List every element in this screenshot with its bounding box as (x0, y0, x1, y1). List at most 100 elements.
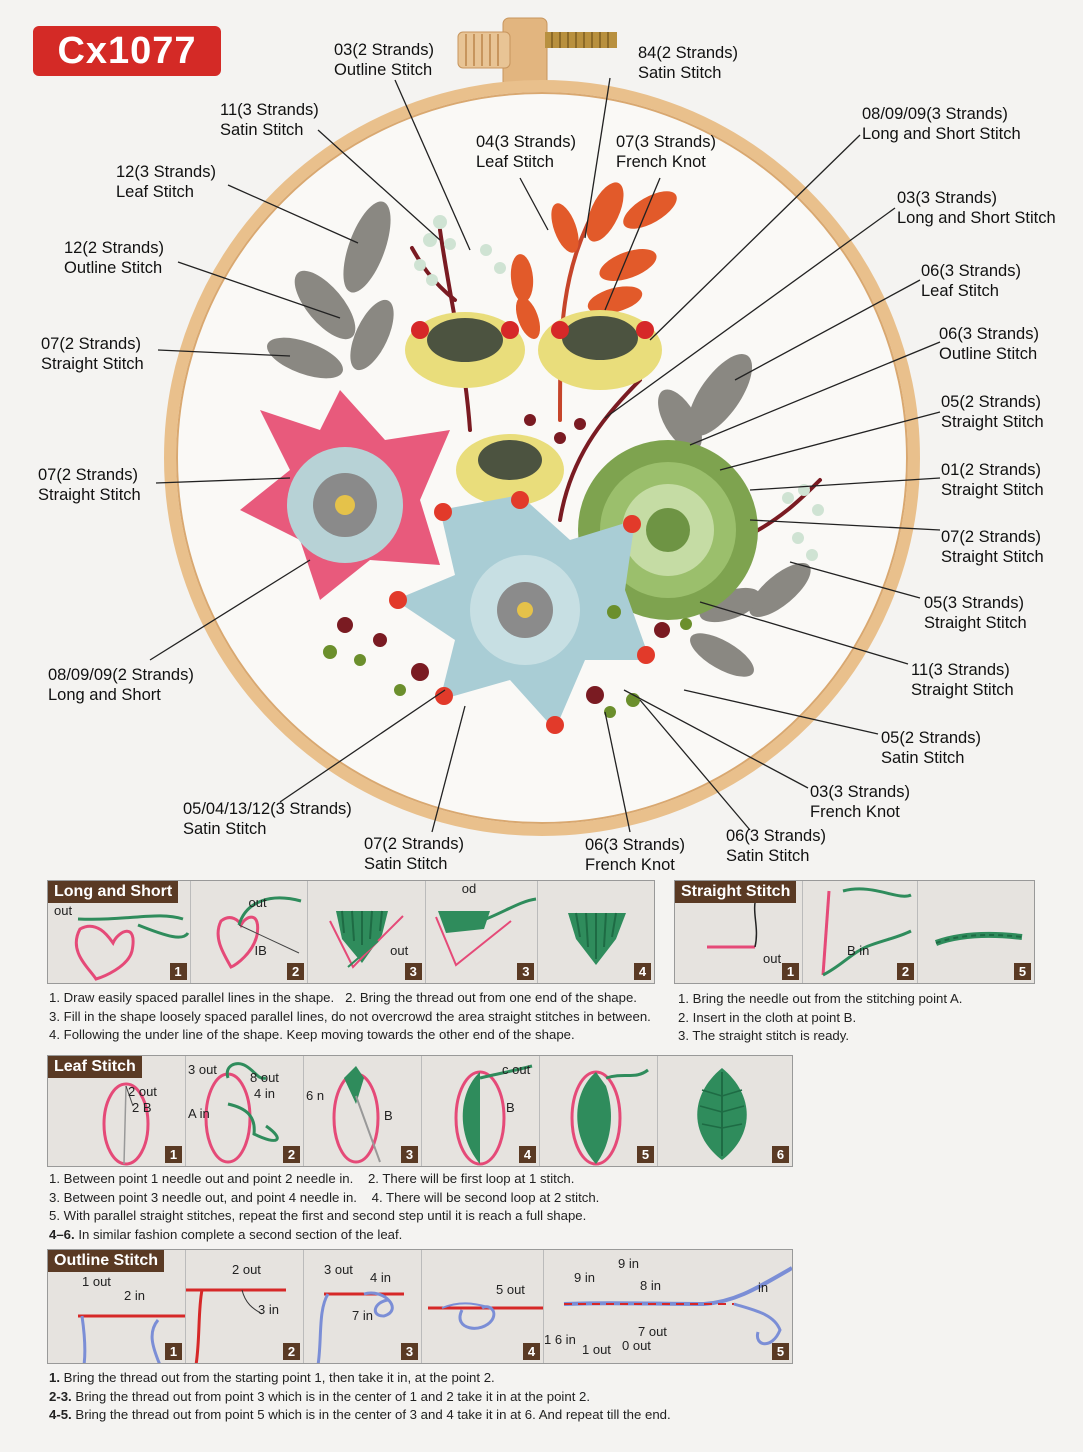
step-number: 4 (633, 963, 651, 980)
label-080909-long-short-2: 08/09/09(2 Strands)Long and Short (48, 666, 194, 704)
blue-succulent (389, 491, 655, 734)
step-number: 5 (772, 1343, 789, 1360)
long-short-step-2: out IB 2 (190, 881, 309, 983)
mark-b: B (384, 1108, 393, 1123)
mark-0-out: 0 out (622, 1338, 651, 1353)
label-05-satin: 05(2 Strands)Satin Stitch (881, 729, 981, 767)
mark-out: out (248, 895, 267, 910)
label-07-straight-b: 07(2 Strands)Straight Stitch (38, 466, 141, 504)
mark-ib: IB (254, 943, 267, 958)
mark-in: in (758, 1280, 769, 1295)
label-05-straight: 05(2 Strands)Straight Stitch (941, 393, 1044, 431)
step-number: 1 (165, 1146, 182, 1163)
label-03-french-knot: 03(3 Strands)French Knot (810, 783, 910, 821)
mark-16-in: 1 6 in (544, 1332, 576, 1347)
label-05041312-satin: 05/04/13/12(3 Strands)Satin Stitch (183, 800, 352, 838)
mark-1-out: 1 out (82, 1274, 111, 1289)
label-84-satin: 84(2 Strands)Satin Stitch (638, 44, 738, 82)
mark-4-in: 4 in (254, 1086, 275, 1101)
mark-2-out: 2 out (232, 1262, 261, 1277)
mark-4-in: 4 in (370, 1270, 391, 1285)
label-080909-long-short: 08/09/09(3 Strands)Long and Short Stitch (862, 105, 1021, 143)
label-12-leaf: 12(3 Strands)Leaf Stitch (116, 163, 216, 201)
step-number: 6 (772, 1146, 789, 1163)
leaf-stitch-panel: Leaf Stitch 2 out 2 B 1 3 out 8 out 4 in… (47, 1055, 793, 1167)
leaf-step-5: 5 (540, 1056, 658, 1166)
orange-leaves (510, 182, 677, 339)
mark-3-out: 3 out (324, 1262, 353, 1277)
mark-b-in: B in (847, 943, 870, 958)
label-05-straight-3: 05(3 Strands)Straight Stitch (924, 594, 1027, 632)
leaf-step-2: 3 out 8 out 4 in A in 2 (186, 1056, 304, 1166)
step-number: 4 (519, 1146, 536, 1163)
embroidery-hoop-illustration (149, 17, 941, 836)
step-number: 1 (782, 963, 799, 980)
long-short-title: Long and Short (48, 881, 179, 903)
leaf-step-3: 6 n B 3 (304, 1056, 422, 1166)
french-knots (323, 414, 692, 718)
mark-2-in: 2 in (124, 1288, 145, 1303)
label-06-satin: 06(3 Strands)Satin Stitch (726, 827, 826, 865)
outline-stitch-panel: Outline Stitch 1 out 2 in 1 2 out 3 in 2… (47, 1249, 793, 1364)
step-number: 3 (404, 963, 422, 980)
mark-9-in-top: 9 in (618, 1256, 639, 1271)
label-11-satin: 11(3 Strands)Satin Stitch (220, 101, 319, 139)
long-short-instructions: 1. Draw easily spaced parallel lines in … (49, 990, 651, 1042)
mark-7-out: 7 out (638, 1324, 667, 1339)
long-short-step-3a: out 3 (308, 881, 426, 983)
outline-step-2: 2 out 3 in 2 (186, 1250, 304, 1363)
long-short-step-4: 4 (538, 881, 654, 983)
straight-step-5: 5 (918, 881, 1034, 983)
leaf-step-6: 6 (658, 1056, 792, 1166)
straight-stitch-instructions: 1. Bring the needle out from the stitchi… (678, 991, 963, 1043)
mark-5-out: 5 out (496, 1282, 525, 1297)
label-04-leaf: 04(3 Strands)Leaf Stitch (476, 133, 576, 171)
mark-3-in: 3 in (258, 1302, 279, 1317)
yellow-flowers (405, 310, 662, 506)
mark-2-out: 2 out (128, 1084, 157, 1099)
label-07-straight-a: 07(2 Strands)Straight Stitch (41, 335, 144, 373)
step-number: 3 (517, 963, 535, 980)
leaf-stitch-instructions: 1. Between point 1 needle out and point … (49, 1171, 600, 1242)
label-06-french-knot: 06(3 Strands)French Knot (585, 836, 685, 874)
mark-out: out (390, 943, 409, 958)
hoop-screw (457, 17, 617, 101)
label-01-straight: 01(2 Strands)Straight Stitch (941, 461, 1044, 499)
mark-6-n: 6 n (306, 1088, 325, 1103)
mark-7-in: 7 in (352, 1308, 373, 1323)
outline-stitch-title: Outline Stitch (48, 1250, 164, 1272)
label-11-straight: 11(3 Strands)Straight Stitch (911, 661, 1014, 699)
mark-c-out: c out (502, 1062, 531, 1077)
outline-step-4: 5 out 4 (422, 1250, 544, 1363)
step-number: 5 (637, 1146, 654, 1163)
outline-stitch-instructions: 1. Bring the thread out from the startin… (49, 1370, 671, 1422)
label-07-french-knot: 07(3 Strands)French Knot (616, 133, 716, 171)
mark-2-b: 2 B (132, 1100, 152, 1115)
mark-out: out (763, 951, 782, 966)
mark-1-out-b: 1 out (582, 1342, 611, 1357)
step-number: 2 (283, 1343, 300, 1360)
mark-out: out (54, 903, 73, 918)
step-number: 2 (283, 1146, 300, 1163)
mark-od: od (461, 881, 477, 896)
leaf-step-4: c out B 4 (422, 1056, 540, 1166)
mark-9-in: 9 in (574, 1270, 595, 1285)
mark-b2: B (506, 1100, 515, 1115)
step-number: 3 (401, 1343, 418, 1360)
product-code-badge: Cx1077 (33, 26, 221, 76)
mark-8-out: 8 out (250, 1070, 279, 1085)
label-03-long-short: 03(3 Strands)Long and Short Stitch (897, 189, 1056, 227)
label-06-leaf: 06(3 Strands)Leaf Stitch (921, 262, 1021, 300)
leaf-stitch-title: Leaf Stitch (48, 1056, 142, 1078)
grey-leaves (267, 201, 811, 677)
step-number: 2 (287, 963, 305, 980)
straight-stitch-title: Straight Stitch (675, 881, 797, 903)
step-number: 4 (523, 1343, 540, 1360)
mark-3-out: 3 out (188, 1062, 217, 1077)
mark-a-in: A in (188, 1106, 210, 1121)
step-number: 3 (401, 1146, 418, 1163)
step-number: 1 (169, 963, 187, 980)
pink-flower (240, 390, 450, 600)
step-number: 1 (165, 1343, 182, 1360)
label-03-outline: 03(2 Strands)Outline Stitch (334, 41, 434, 79)
